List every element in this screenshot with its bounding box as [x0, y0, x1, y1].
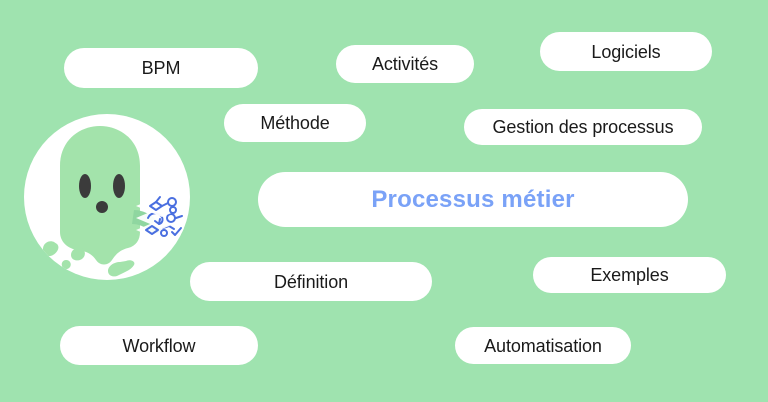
mascot-eye-right: [113, 174, 125, 198]
flow-card-bottom: [136, 219, 188, 241]
keyword-label: Logiciels: [591, 41, 661, 62]
keyword-pill-exemples[interactable]: Exemples: [533, 257, 726, 293]
keyword-label: Workflow: [122, 335, 196, 356]
node-circle-icon: [167, 197, 177, 207]
keyword-label: Méthode: [260, 113, 330, 133]
keyword-pill-bpm[interactable]: BPM: [64, 48, 258, 88]
keyword-pill-definition[interactable]: Définition: [190, 262, 432, 301]
mascot-illustration: [24, 114, 190, 280]
mascot-drip-right: [108, 260, 135, 277]
arrow-head-icon: [154, 218, 161, 225]
mascot-body: [60, 126, 140, 265]
keyword-pill-activites[interactable]: Activités: [336, 45, 474, 83]
mascot-nose: [96, 201, 108, 213]
mascot-drip-left: [42, 241, 59, 257]
keyword-label: Exemples: [590, 265, 669, 285]
keyword-pill-logiciels[interactable]: Logiciels: [540, 32, 712, 71]
flow-diagram-cards: [136, 195, 188, 241]
keyword-pill-workflow[interactable]: Workflow: [60, 326, 258, 365]
branch-icon: [155, 196, 169, 207]
flow-card-top: [136, 195, 188, 217]
keyword-pill-methode[interactable]: Méthode: [224, 104, 366, 142]
keyword-label: BPM: [141, 58, 181, 78]
keyword-pill-gestion-des-processus[interactable]: Gestion des processus: [464, 109, 702, 145]
check-icon: [171, 227, 182, 236]
connector-icon: [175, 215, 183, 219]
keyword-label: Définition: [273, 271, 349, 292]
mascot-drip-small: [61, 260, 71, 270]
main-topic-label: Processus métier: [371, 185, 575, 213]
keyword-label: Automatisation: [484, 335, 602, 356]
mascot-eye-left: [79, 174, 91, 198]
main-topic-pill[interactable]: Processus métier: [258, 172, 688, 227]
keyword-label: Gestion des processus: [492, 117, 674, 137]
diamond-icon: [145, 225, 159, 235]
keyword-pill-automatisation[interactable]: Automatisation: [455, 327, 631, 364]
node-circle-icon: [160, 229, 168, 237]
keyword-label: Activités: [371, 54, 439, 74]
node-circle-icon: [169, 206, 177, 214]
mascot-drip-center: [71, 247, 85, 261]
